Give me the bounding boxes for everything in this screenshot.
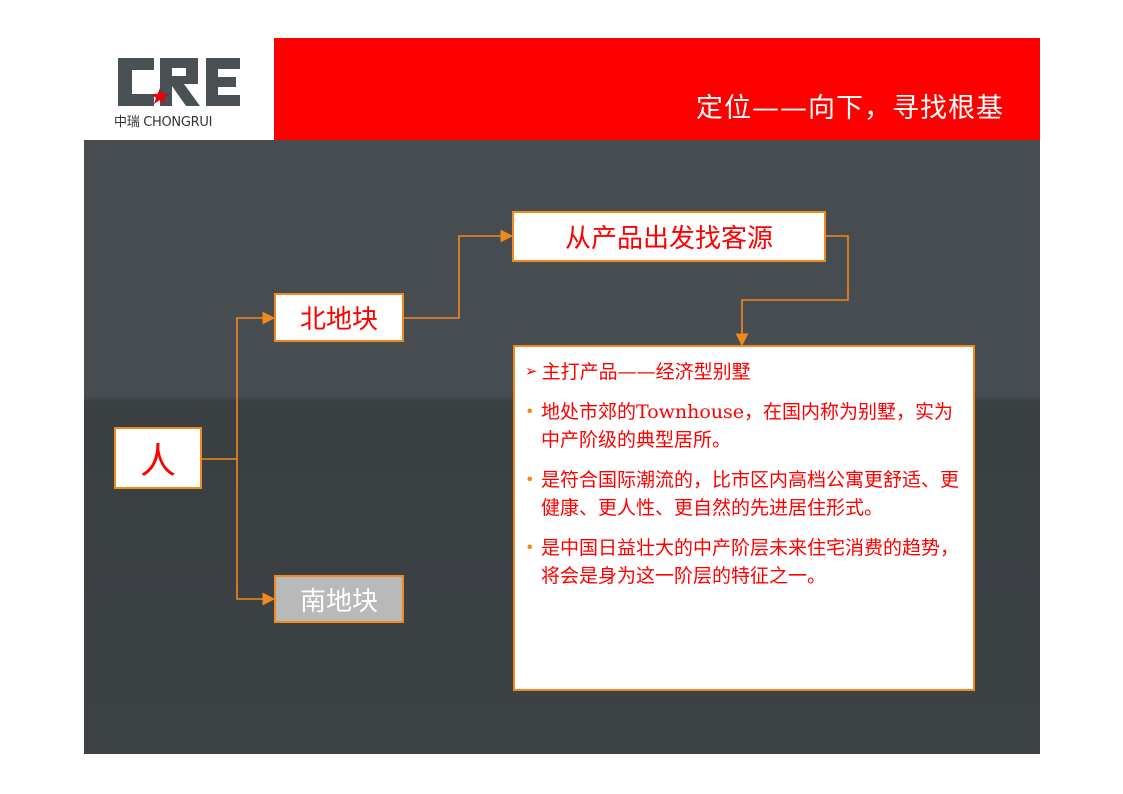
- node-people: 人: [114, 427, 202, 489]
- slide: 中瑞 CHONGRUI 定位——向下，寻找根基 人 北地块 南地块 从产品出发找…: [84, 38, 1040, 754]
- header-bar: 定位——向下，寻找根基: [274, 38, 1040, 140]
- logo-subtitle: 中瑞 CHONGRUI: [114, 115, 213, 130]
- diagram-connectors: [202, 229, 849, 606]
- connector-product-info: [735, 235, 849, 347]
- connector-root-south: [236, 459, 276, 606]
- arrow-bullet-icon: ➢: [525, 361, 538, 380]
- page-title: 定位——向下，寻找根基: [696, 93, 1004, 124]
- connector-root-north: [236, 311, 276, 459]
- info-heading-text: 主打产品——经济型别墅: [541, 361, 751, 383]
- info-bullet-text: 地处市郊的Townhouse，在国内称为别墅，实为中产阶级的典型居所。: [541, 401, 954, 451]
- node-north-plot: 北地块: [274, 293, 404, 342]
- info-bullet: • 是符合国际潮流的，比市区内高档公寓更舒适、更健康、更人性、更自然的先进居住形…: [525, 466, 961, 522]
- info-bullet: • 地处市郊的Townhouse，在国内称为别墅，实为中产阶级的典型居所。: [525, 398, 961, 454]
- connector-north-product: [404, 229, 514, 319]
- info-panel: ➢ 主打产品——经济型别墅 • 地处市郊的Townhouse，在国内称为别墅，实…: [513, 345, 975, 691]
- info-bullet: • 是中国日益壮大的中产阶层未来住宅消费的趋势，将会是身为这一阶层的特征之一。: [525, 534, 961, 590]
- node-product-source: 从产品出发找客源: [512, 211, 826, 262]
- node-south-plot: 南地块: [274, 575, 404, 623]
- logo: 中瑞 CHONGRUI: [84, 38, 274, 140]
- info-bullet-text: 是中国日益壮大的中产阶层未来住宅消费的趋势，将会是身为这一阶层的特征之一。: [541, 537, 960, 587]
- bullet-dot-icon: •: [525, 402, 535, 421]
- info-heading: ➢ 主打产品——经济型别墅: [525, 357, 961, 384]
- info-bullet-text: 是符合国际潮流的，比市区内高档公寓更舒适、更健康、更人性、更自然的先进居住形式。: [541, 469, 960, 519]
- cre-logo-icon: [118, 58, 240, 106]
- bullet-dot-icon: •: [525, 470, 535, 489]
- bullet-dot-icon: •: [525, 538, 535, 557]
